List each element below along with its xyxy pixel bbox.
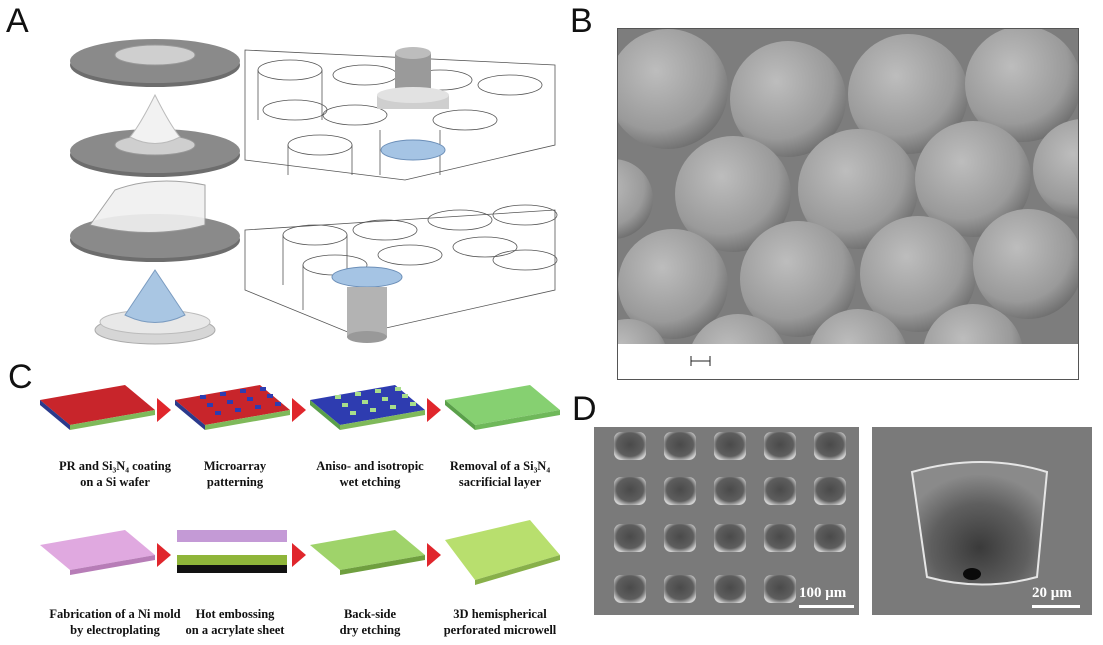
sem-image-b (617, 28, 1079, 380)
panel-label-a: A (6, 2, 29, 40)
single-microwell (910, 461, 1049, 586)
panel-label-c: C (8, 358, 33, 396)
scale-label-20um: 20 μm (1032, 585, 1072, 601)
scale-bar-b (690, 356, 711, 366)
stamp-bottom (331, 266, 403, 343)
arrow-7 (427, 543, 441, 567)
step-5-block (40, 530, 155, 575)
arrow-1 (157, 398, 171, 422)
sem-spheres (618, 29, 1078, 344)
step-6-block (177, 530, 287, 573)
bead-platform (94, 269, 216, 345)
well-plate-bottom (244, 204, 558, 336)
panel-label-d: D (572, 390, 597, 428)
sem-image-d-left: 100 μm (594, 427, 859, 615)
wafer-disc-2 (70, 93, 240, 177)
sem-image-d-right: 20 μm (872, 427, 1092, 615)
step-2-block (175, 385, 290, 430)
step-7-block (310, 530, 425, 575)
stamp-top (377, 47, 449, 161)
step-8-block (445, 520, 560, 585)
panel-a-illustration (70, 39, 558, 345)
step-1-block (40, 385, 155, 430)
arrow-6 (292, 543, 306, 567)
arrow-2 (292, 398, 306, 422)
step-4-block (445, 385, 560, 430)
arrow-3 (427, 398, 441, 422)
step-3-block (310, 385, 425, 430)
panel-label-b: B (570, 2, 593, 40)
scale-label-100um: 100 μm (799, 585, 847, 601)
microwell-array (614, 432, 846, 603)
scale-bar-20um (1032, 605, 1080, 608)
wafer-disc-1 (70, 39, 240, 87)
panel-c-process (40, 385, 560, 585)
arrow-5 (157, 543, 171, 567)
scale-bar-100um (799, 605, 854, 608)
wafer-disc-3 (70, 180, 240, 262)
